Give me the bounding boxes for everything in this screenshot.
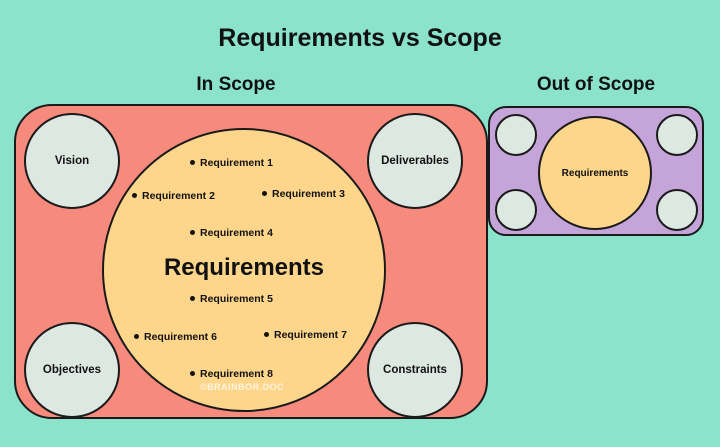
requirement-label: Requirement 3 [272,188,345,200]
requirement-label: Requirement 6 [144,331,217,343]
requirement-item: Requirement 6 [134,331,217,343]
vision-circle: Vision [24,113,120,209]
requirement-item: Requirement 8 [190,368,273,380]
bullet-icon [132,192,137,198]
bullet-icon [264,331,269,337]
bullet-icon [190,229,195,235]
out-corner-circle-top-left [495,114,537,156]
requirement-label: Requirement 1 [200,157,273,169]
bullet-icon [190,295,195,301]
requirements-center-label: Requirements [163,254,325,281]
requirements-circle: Requirements Requirement 1 Requirement 2… [102,128,386,412]
bullet-icon [262,190,267,196]
bullet-icon [190,370,195,376]
out-corner-circle-bottom-left [495,189,537,231]
deliverables-circle: Deliverables [367,113,463,209]
requirement-item: Requirement 4 [190,227,273,239]
out-corner-circle-bottom-right [656,189,698,231]
in-scope-heading: In Scope [196,74,276,95]
requirement-item: Requirement 5 [190,293,273,305]
objectives-circle: Objectives [24,322,120,418]
requirement-item: Requirement 7 [264,329,347,341]
requirement-label: Requirement 8 [200,368,273,380]
bullet-icon [190,159,195,165]
out-corner-circle-top-right [656,114,698,156]
out-of-scope-heading: Out of Scope [536,74,656,95]
bullet-icon [134,333,139,339]
out-requirements-circle: Requirements [538,116,652,230]
requirement-item: Requirement 3 [262,188,345,200]
requirement-item: Requirement 1 [190,157,273,169]
requirement-label: Requirement 5 [200,293,273,305]
requirement-item: Requirement 2 [132,190,215,202]
requirement-label: Requirement 4 [200,227,273,239]
watermark: ©BRAINBOR.DOC [200,382,285,392]
constraints-circle: Constraints [367,322,463,418]
requirement-label: Requirement 7 [274,329,347,341]
diagram-title: Requirements vs Scope [218,24,502,52]
requirement-label: Requirement 2 [142,190,215,202]
